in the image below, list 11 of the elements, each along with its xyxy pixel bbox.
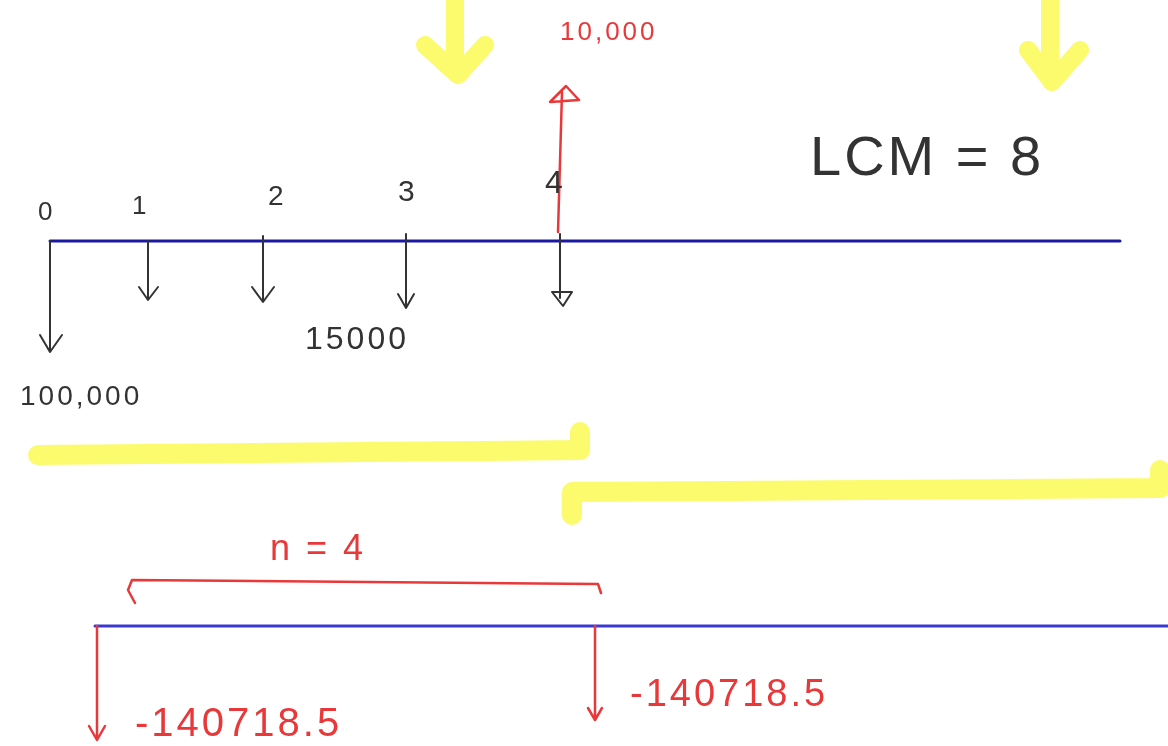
period-number: 2 (268, 182, 287, 210)
period-number: 0 (38, 198, 56, 224)
amount-label: -140718.5 (135, 702, 343, 742)
period-number: 3 (398, 176, 418, 206)
amount-label: LCM = 8 (810, 128, 1045, 184)
amount-label: 15000 (305, 322, 409, 354)
period-number: 1 (132, 192, 150, 218)
amount-label: -140718.5 (630, 674, 829, 712)
amount-label: 10,000 (560, 18, 658, 44)
amount-label: 100,000 (20, 382, 143, 410)
amount-label: n = 4 (270, 530, 367, 566)
